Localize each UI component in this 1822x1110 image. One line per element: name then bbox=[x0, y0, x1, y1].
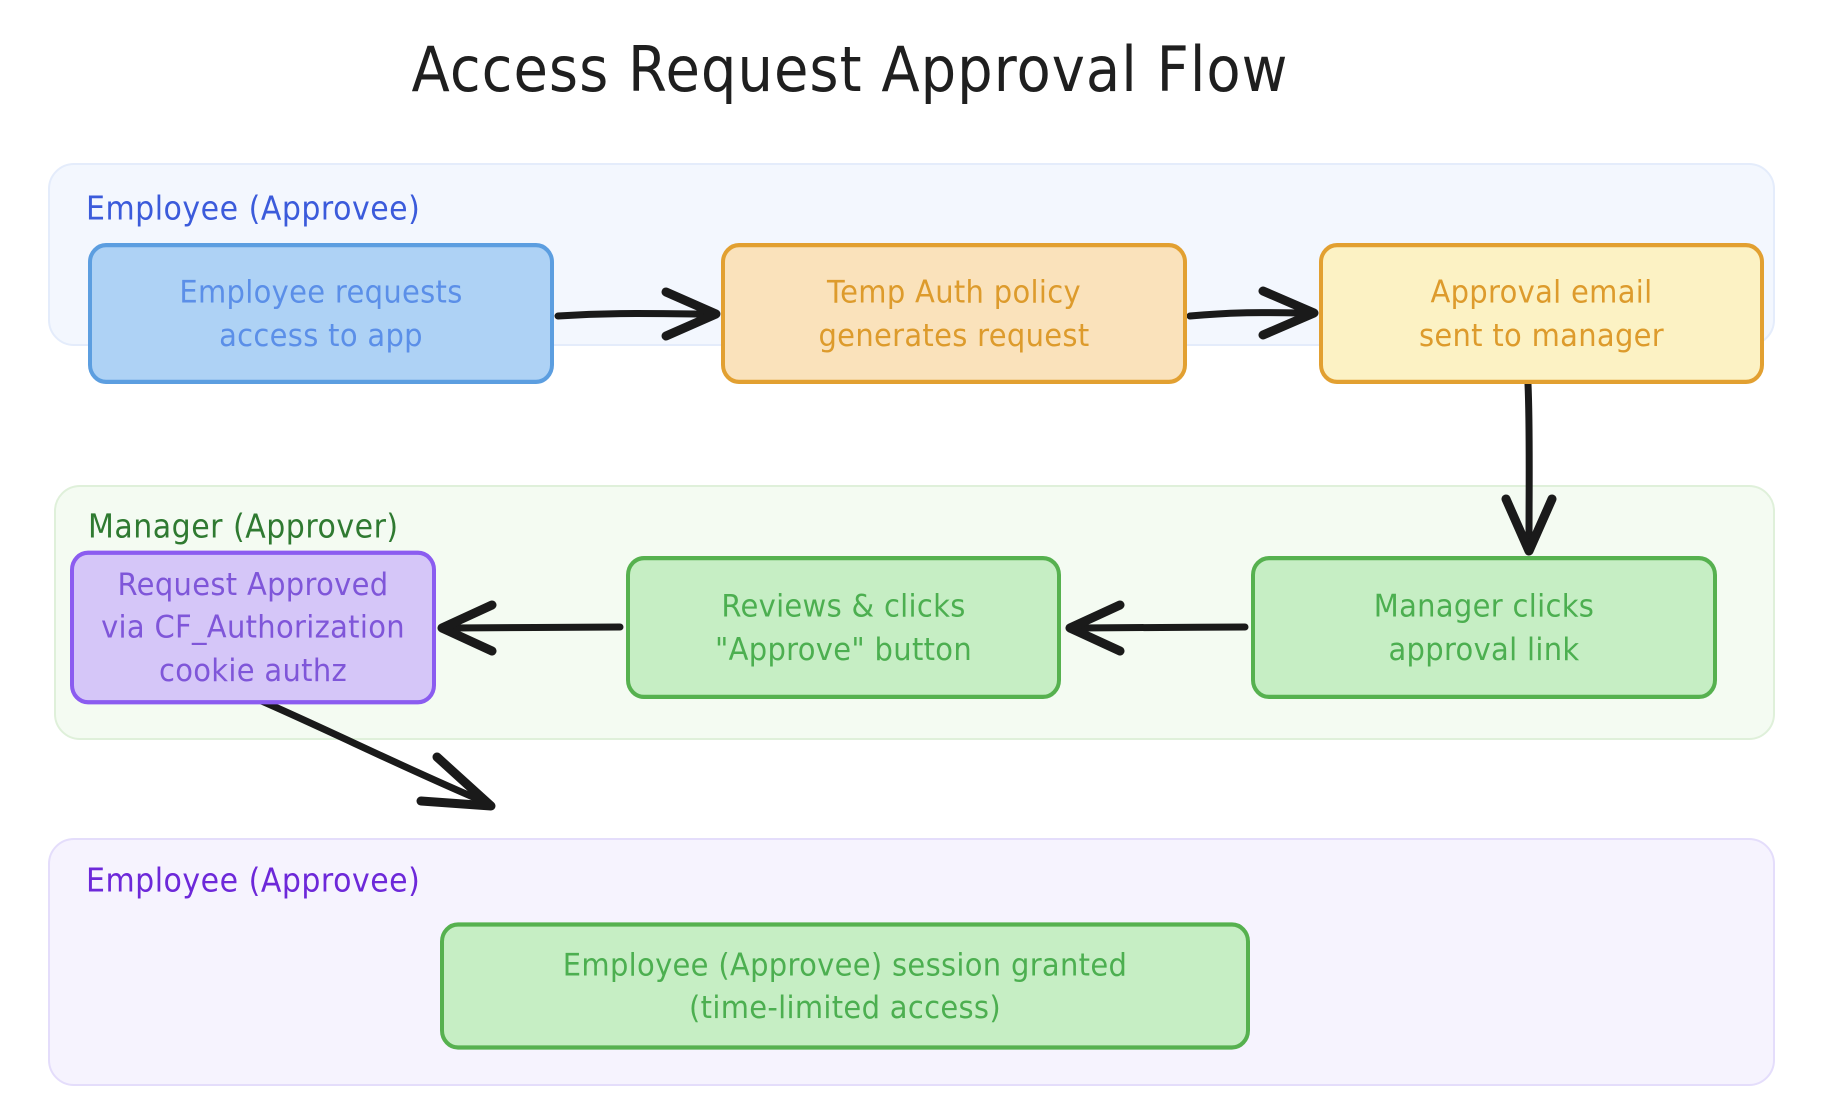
swimlane-label-employee-top: Employee (Approvee) bbox=[86, 190, 421, 229]
swimlane-label-manager: Manager (Approver) bbox=[88, 508, 399, 547]
node-line-1: Request Approved bbox=[117, 567, 389, 604]
node-line-2: (time-limited access) bbox=[689, 989, 1001, 1026]
node-line-2: access to app bbox=[219, 316, 423, 353]
swimlane-label-employee-bottom: Employee (Approvee) bbox=[86, 862, 421, 901]
node-manager-clicks-approval-link[interactable]: Manager clicks approval link bbox=[1251, 555, 1717, 700]
node-line-2: generates request bbox=[818, 316, 1090, 353]
node-approval-email-sent[interactable]: Approval email sent to manager bbox=[1319, 243, 1764, 384]
node-line-2: approval link bbox=[1388, 630, 1580, 667]
node-reviews-and-clicks-approve[interactable]: Reviews & clicks "Approve" button bbox=[626, 555, 1061, 700]
node-employee-requests-access[interactable]: Employee requests access to app bbox=[88, 243, 554, 384]
node-line-3: cookie authz bbox=[158, 651, 348, 688]
node-line-2: "Approve" button bbox=[714, 630, 973, 667]
node-line-2: sent to manager bbox=[1418, 316, 1665, 353]
node-line-1: Approval email bbox=[1430, 274, 1653, 311]
node-request-approved[interactable]: Request Approved via CF_Authorization co… bbox=[70, 550, 436, 705]
node-line-2: via CF_Authorization bbox=[101, 609, 405, 646]
page-title: Access Request Approval Flow bbox=[411, 34, 1289, 107]
node-line-1: Reviews & clicks bbox=[721, 588, 966, 625]
node-line-1: Temp Auth policy bbox=[827, 274, 1081, 311]
node-line-1: Employee requests bbox=[179, 274, 463, 311]
node-line-1: Manager clicks bbox=[1373, 588, 1595, 625]
node-line-1: Employee (Approvee) session granted bbox=[562, 946, 1128, 983]
node-session-granted[interactable]: Employee (Approvee) session granted (tim… bbox=[440, 922, 1250, 1050]
node-temp-auth-policy[interactable]: Temp Auth policy generates request bbox=[721, 243, 1187, 384]
